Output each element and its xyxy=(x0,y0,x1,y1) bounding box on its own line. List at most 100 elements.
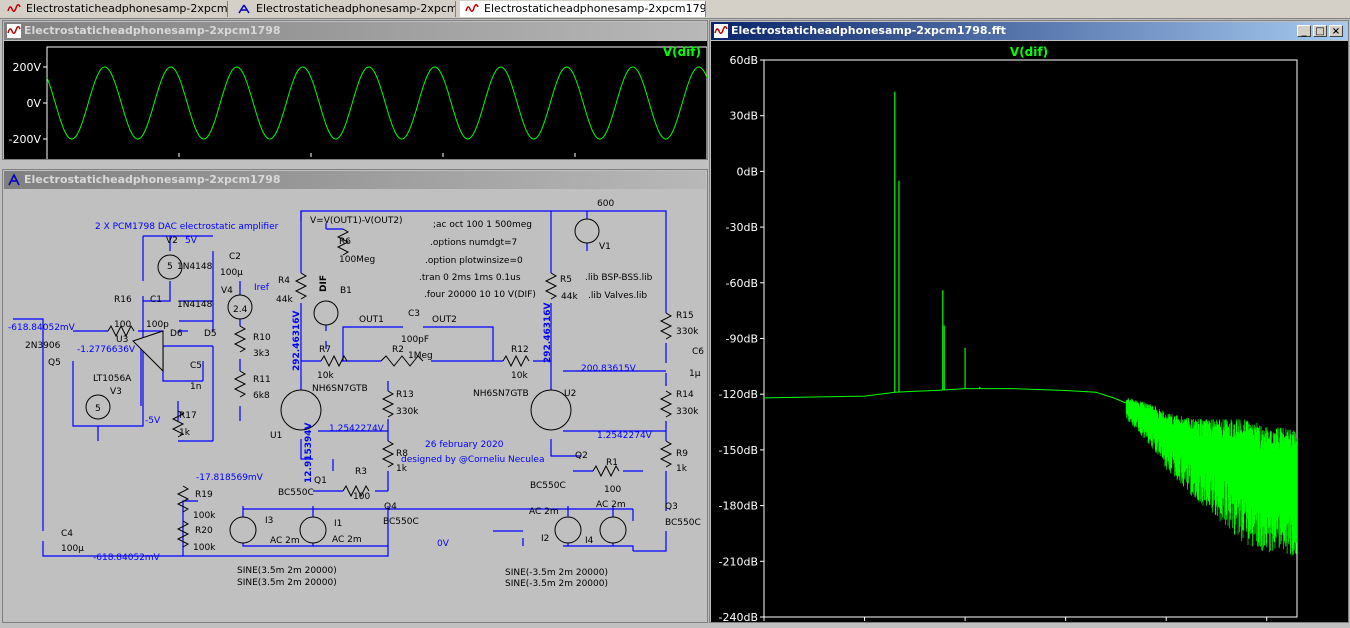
svg-text:100p: 100p xyxy=(146,320,169,330)
svg-text:100µ: 100µ xyxy=(61,544,84,554)
minimize-button[interactable]: _ xyxy=(1297,25,1311,37)
svg-text:C2: C2 xyxy=(229,252,241,262)
svg-text:100Meg: 100Meg xyxy=(339,255,375,265)
svg-text:BC550C: BC550C xyxy=(530,481,566,491)
svg-text:SINE(-3.5m 2m 20000): SINE(-3.5m 2m 20000) xyxy=(505,568,608,578)
svg-text:R20: R20 xyxy=(195,526,213,536)
v2-source xyxy=(157,254,183,280)
schematic-title: 2 X PCM1798 DAC electrostatic amplifier xyxy=(95,222,279,232)
svg-text:R3: R3 xyxy=(355,467,367,477)
svg-text:100µ: 100µ xyxy=(220,268,243,278)
svg-text:10k: 10k xyxy=(317,371,334,381)
tab-schematic[interactable]: Electrostaticheadphonesamp-2xpcm1798 xyxy=(232,1,456,17)
svg-text:R9: R9 xyxy=(676,449,688,459)
svg-text:OUT2: OUT2 xyxy=(432,315,457,325)
u2-triode xyxy=(530,389,572,431)
b1-source xyxy=(313,300,339,326)
svg-text:I4: I4 xyxy=(585,536,594,546)
svg-text:1µ: 1µ xyxy=(689,369,701,379)
schematic-window[interactable]: Electrostaticheadphonesamp-2xpcm1798 xyxy=(2,169,708,623)
y-tick-label: -210dB xyxy=(719,555,759,568)
svg-text:NH6SN7GTB: NH6SN7GTB xyxy=(312,384,368,394)
waveform-window-title[interactable]: Electrostaticheadphonesamp-2xpcm1798 xyxy=(4,22,706,40)
tab-label: Electrostaticheadphonesamp-2xpcm1798 xyxy=(26,2,228,15)
svg-text:B1: B1 xyxy=(340,286,352,296)
svg-text:R17: R17 xyxy=(179,411,197,421)
v3-source xyxy=(85,394,111,420)
window-title-text: Electrostaticheadphonesamp-2xpcm1798 xyxy=(24,24,281,37)
svg-text:0V: 0V xyxy=(437,539,450,549)
window-title-text: Electrostaticheadphonesamp-2xpcm1798 xyxy=(24,173,281,186)
svg-text:I2: I2 xyxy=(541,534,549,544)
v4-source xyxy=(227,294,253,320)
schematic-window-title[interactable]: Electrostaticheadphonesamp-2xpcm1798 xyxy=(4,171,706,189)
svg-text:R14: R14 xyxy=(676,390,694,400)
waveform-icon xyxy=(7,4,21,12)
svg-text:100k: 100k xyxy=(193,543,216,553)
wires xyxy=(13,210,667,557)
close-button[interactable]: × xyxy=(1329,25,1343,37)
restore-button[interactable]: □ xyxy=(1313,25,1327,37)
svg-text:-618.84052mV: -618.84052mV xyxy=(93,553,161,563)
svg-text:292.46316V: 292.46316V xyxy=(543,302,553,363)
tab-waveform[interactable]: Electrostaticheadphonesamp-2xpcm1798 xyxy=(2,1,228,17)
svg-text:1.2542274V: 1.2542274V xyxy=(329,424,385,434)
trace-label: V(dif) xyxy=(1010,45,1048,59)
svg-text:AC 2m: AC 2m xyxy=(529,507,559,517)
svg-text:BC550C: BC550C xyxy=(278,488,314,498)
svg-text:292.46316V: 292.46316V xyxy=(292,310,302,371)
svg-text:100k: 100k xyxy=(193,511,216,521)
svg-text:U2: U2 xyxy=(564,389,576,399)
v1-source xyxy=(574,218,600,244)
svg-text:330k: 330k xyxy=(396,407,419,417)
svg-text:44k: 44k xyxy=(276,295,293,305)
svg-text:.lib BSP-BSS.lib: .lib BSP-BSS.lib xyxy=(585,273,653,283)
waveform-icon xyxy=(465,4,479,12)
i4-source xyxy=(599,516,627,544)
svg-text:1N4148: 1N4148 xyxy=(177,262,213,272)
fft-trace xyxy=(763,388,1298,464)
document-tab-bar: Electrostaticheadphonesamp-2xpcm1798 Ele… xyxy=(0,0,1350,19)
harmonic-peaks xyxy=(894,91,981,393)
svg-text:330k: 330k xyxy=(676,407,699,417)
svg-text:R6: R6 xyxy=(339,237,351,247)
svg-text:DIF: DIF xyxy=(319,275,329,292)
svg-text:D6: D6 xyxy=(170,329,183,339)
svg-text:1N4148: 1N4148 xyxy=(177,300,213,310)
svg-text:Q2: Q2 xyxy=(575,451,588,461)
svg-text:1k: 1k xyxy=(676,464,688,474)
fft-window[interactable]: Electrostaticheadphonesamp-2xpcm1798.fft… xyxy=(709,20,1349,623)
svg-text:R11: R11 xyxy=(253,375,271,385)
window-title-text: Electrostaticheadphonesamp-2xpcm1798.fft xyxy=(731,24,1006,37)
x-ticks: 1KHz10KHz100KHz1MHz10MHz100MHz xyxy=(763,617,1268,621)
y-tick-label: 0dB xyxy=(736,165,758,178)
schematic-canvas[interactable]: 2 X PCM1798 DAC electrostatic amplifier … xyxy=(4,190,706,622)
svg-text:V=V(OUT1)-V(OUT2): V=V(OUT1)-V(OUT2) xyxy=(310,216,403,226)
y-tick-label: -30dB xyxy=(726,221,759,234)
svg-text:C3: C3 xyxy=(408,309,420,319)
svg-text:R4: R4 xyxy=(278,276,290,286)
svg-text:AC 2m: AC 2m xyxy=(596,500,626,510)
svg-text:V2: V2 xyxy=(166,236,178,246)
y-tick-label: -150dB xyxy=(719,444,759,457)
svg-text:1k: 1k xyxy=(396,464,408,474)
waveform-window[interactable]: Electrostaticheadphonesamp-2xpcm1798 V(d… xyxy=(2,20,708,160)
svg-text:SINE(-3.5m 2m 20000): SINE(-3.5m 2m 20000) xyxy=(505,579,608,589)
svg-text:100: 100 xyxy=(604,485,621,495)
tab-label: Electrostaticheadphonesamp-2xpcm1798.fft xyxy=(484,2,706,15)
y-tick-label: -60dB xyxy=(726,277,759,290)
svg-text:5V: 5V xyxy=(185,236,198,246)
svg-text:1n: 1n xyxy=(190,382,201,392)
svg-text:;ac oct 100 1 500meg: ;ac oct 100 1 500meg xyxy=(433,220,532,230)
y-tick-label: -90dB xyxy=(726,333,759,346)
fft-window-title[interactable]: Electrostaticheadphonesamp-2xpcm1798.fft… xyxy=(711,22,1347,40)
svg-text:1.2542274V: 1.2542274V xyxy=(597,431,653,441)
svg-text:BC550C: BC550C xyxy=(665,518,701,528)
tab-fft[interactable]: Electrostaticheadphonesamp-2xpcm1798.fft xyxy=(460,1,706,17)
svg-text:-1.2776636V: -1.2776636V xyxy=(77,345,136,355)
svg-text:-618.84052mV: -618.84052mV xyxy=(8,323,76,333)
fft-plot[interactable]: V(dif) 60dB30dB0dB-30dB-60dB-90dB-120dB-… xyxy=(711,41,1348,622)
svg-text:44k: 44k xyxy=(561,292,578,302)
